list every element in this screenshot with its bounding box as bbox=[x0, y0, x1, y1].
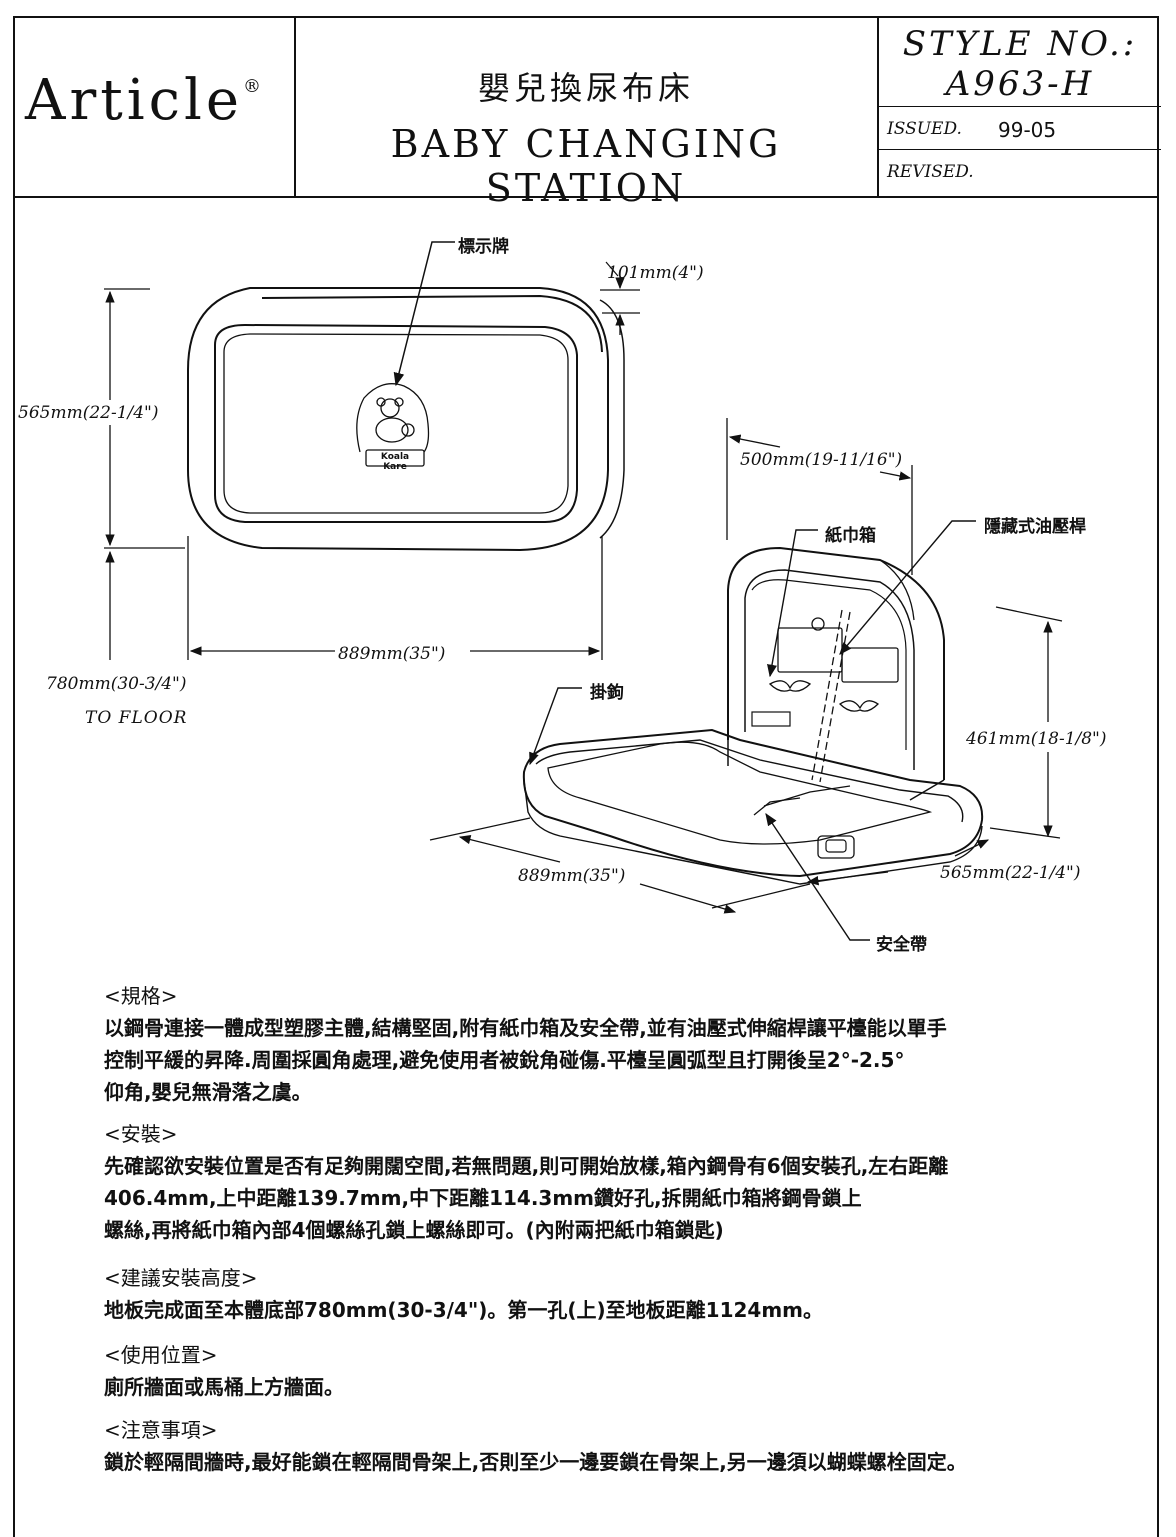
section-line: 廁所牆面或馬桶上方牆面。 bbox=[104, 1375, 344, 1399]
technical-drawing bbox=[104, 241, 1063, 941]
section-location: <使用位置> 廁所牆面或馬桶上方牆面。 bbox=[104, 1339, 1124, 1403]
label-sign-plate: 標示牌 bbox=[458, 237, 509, 257]
section-spec: <規格> 以鋼骨連接一體成型塑膠主體,結構堅固,附有紙巾箱及安全帶,並有油壓式伸… bbox=[104, 980, 1124, 1108]
section-line: 仰角,嬰兒無滑落之虞。 bbox=[104, 1080, 312, 1104]
section-height: <建議安裝高度> 地板完成面至本體底部780mm(30-3/4")。第一孔(上)… bbox=[104, 1262, 1124, 1326]
divider bbox=[879, 106, 1161, 107]
dim-width-open: 889mm(35") bbox=[518, 866, 626, 886]
section-line: 先確認欲安裝位置是否有足夠開闊空間,若無問題,則可開始放樣,箱內鋼骨有6個安裝孔… bbox=[104, 1154, 949, 1178]
divider bbox=[879, 149, 1161, 150]
title-block: Article® 嬰兒換尿布床 BABY CHANGING STATION ST… bbox=[15, 18, 1161, 210]
divider bbox=[877, 18, 879, 196]
section-heading: <注意事項> bbox=[104, 1418, 218, 1442]
revised-label: REVISED. bbox=[887, 162, 974, 182]
brand-name: Article® bbox=[25, 68, 265, 133]
style-no-label: STYLE NO.: bbox=[902, 24, 1138, 64]
dim-projection-open: 565mm(22-1/4") bbox=[940, 863, 1081, 883]
issued-value: 99-05 bbox=[998, 118, 1057, 142]
section-line: 鎖於輕隔間牆時,最好能鎖在輕隔間骨架上,否則至少一邊要鎖在骨架上,另一邊須以蝴蝶… bbox=[104, 1450, 967, 1474]
dim-to-floor-text: TO FLOOR bbox=[85, 708, 188, 728]
dim-height-open: 461mm(18-1/8") bbox=[966, 729, 1107, 749]
divider bbox=[294, 18, 296, 196]
label-safety-strap: 安全帶 bbox=[876, 935, 927, 955]
logo-text: Koala Kare bbox=[380, 452, 410, 472]
registered-mark: ® bbox=[243, 76, 266, 97]
style-no-value: A963-H bbox=[945, 64, 1095, 104]
label-hydraulic-strut: 隱藏式油壓桿 bbox=[984, 517, 1086, 537]
spec-sheet: Article® 嬰兒換尿布床 BABY CHANGING STATION ST… bbox=[13, 16, 1161, 1537]
section-heading: <建議安裝高度> bbox=[104, 1266, 258, 1290]
dim-to-floor-value: 780mm(30-3/4") bbox=[46, 674, 187, 694]
section-heading: <安裝> bbox=[104, 1122, 178, 1146]
dim-width-closed: 889mm(35") bbox=[338, 644, 446, 664]
section-notes: <注意事項> 鎖於輕隔間牆時,最好能鎖在輕隔間骨架上,否則至少一邊要鎖在骨架上,… bbox=[104, 1414, 1124, 1478]
section-heading: <規格> bbox=[104, 984, 178, 1008]
dim-depth-top: 101mm(4") bbox=[607, 263, 704, 283]
product-title-en: BABY CHANGING STATION bbox=[390, 122, 782, 210]
issued-label: ISSUED. bbox=[887, 119, 962, 139]
product-title-zh: 嬰兒換尿布床 bbox=[477, 69, 694, 107]
section-line: 以鋼骨連接一體成型塑膠主體,結構堅固,附有紙巾箱及安全帶,並有油壓式伸縮桿讓平檯… bbox=[104, 1016, 947, 1040]
brand-text: Article bbox=[25, 68, 244, 133]
label-hook: 掛鉤 bbox=[590, 683, 624, 703]
label-tissue-box: 紙巾箱 bbox=[825, 526, 876, 546]
section-install: <安裝> 先確認欲安裝位置是否有足夠開闊空間,若無問題,則可開始放樣,箱內鋼骨有… bbox=[104, 1118, 1124, 1246]
section-line: 地板完成面至本體底部780mm(30-3/4")。第一孔(上)至地板距離1124… bbox=[104, 1298, 824, 1322]
dim-height-closed: 565mm(22-1/4") bbox=[18, 403, 159, 423]
closed-unit-front-view bbox=[187, 287, 625, 552]
section-line: 控制平緩的昇降.周圍採圓角處理,避免使用者被銳角碰傷.平檯呈圓弧型且打開後呈2°… bbox=[104, 1048, 905, 1072]
dim-depth-open: 500mm(19-11/16") bbox=[740, 450, 903, 470]
section-line: 螺絲,再將紙巾箱內部4個螺絲孔鎖上螺絲即可。(內附兩把紙巾箱鎖匙) bbox=[104, 1218, 724, 1242]
section-heading: <使用位置> bbox=[104, 1343, 218, 1367]
open-unit-iso-view bbox=[522, 546, 984, 885]
section-line: 406.4mm,上中距離139.7mm,中下距離114.3mm鑽好孔,拆開紙巾箱… bbox=[104, 1186, 862, 1210]
